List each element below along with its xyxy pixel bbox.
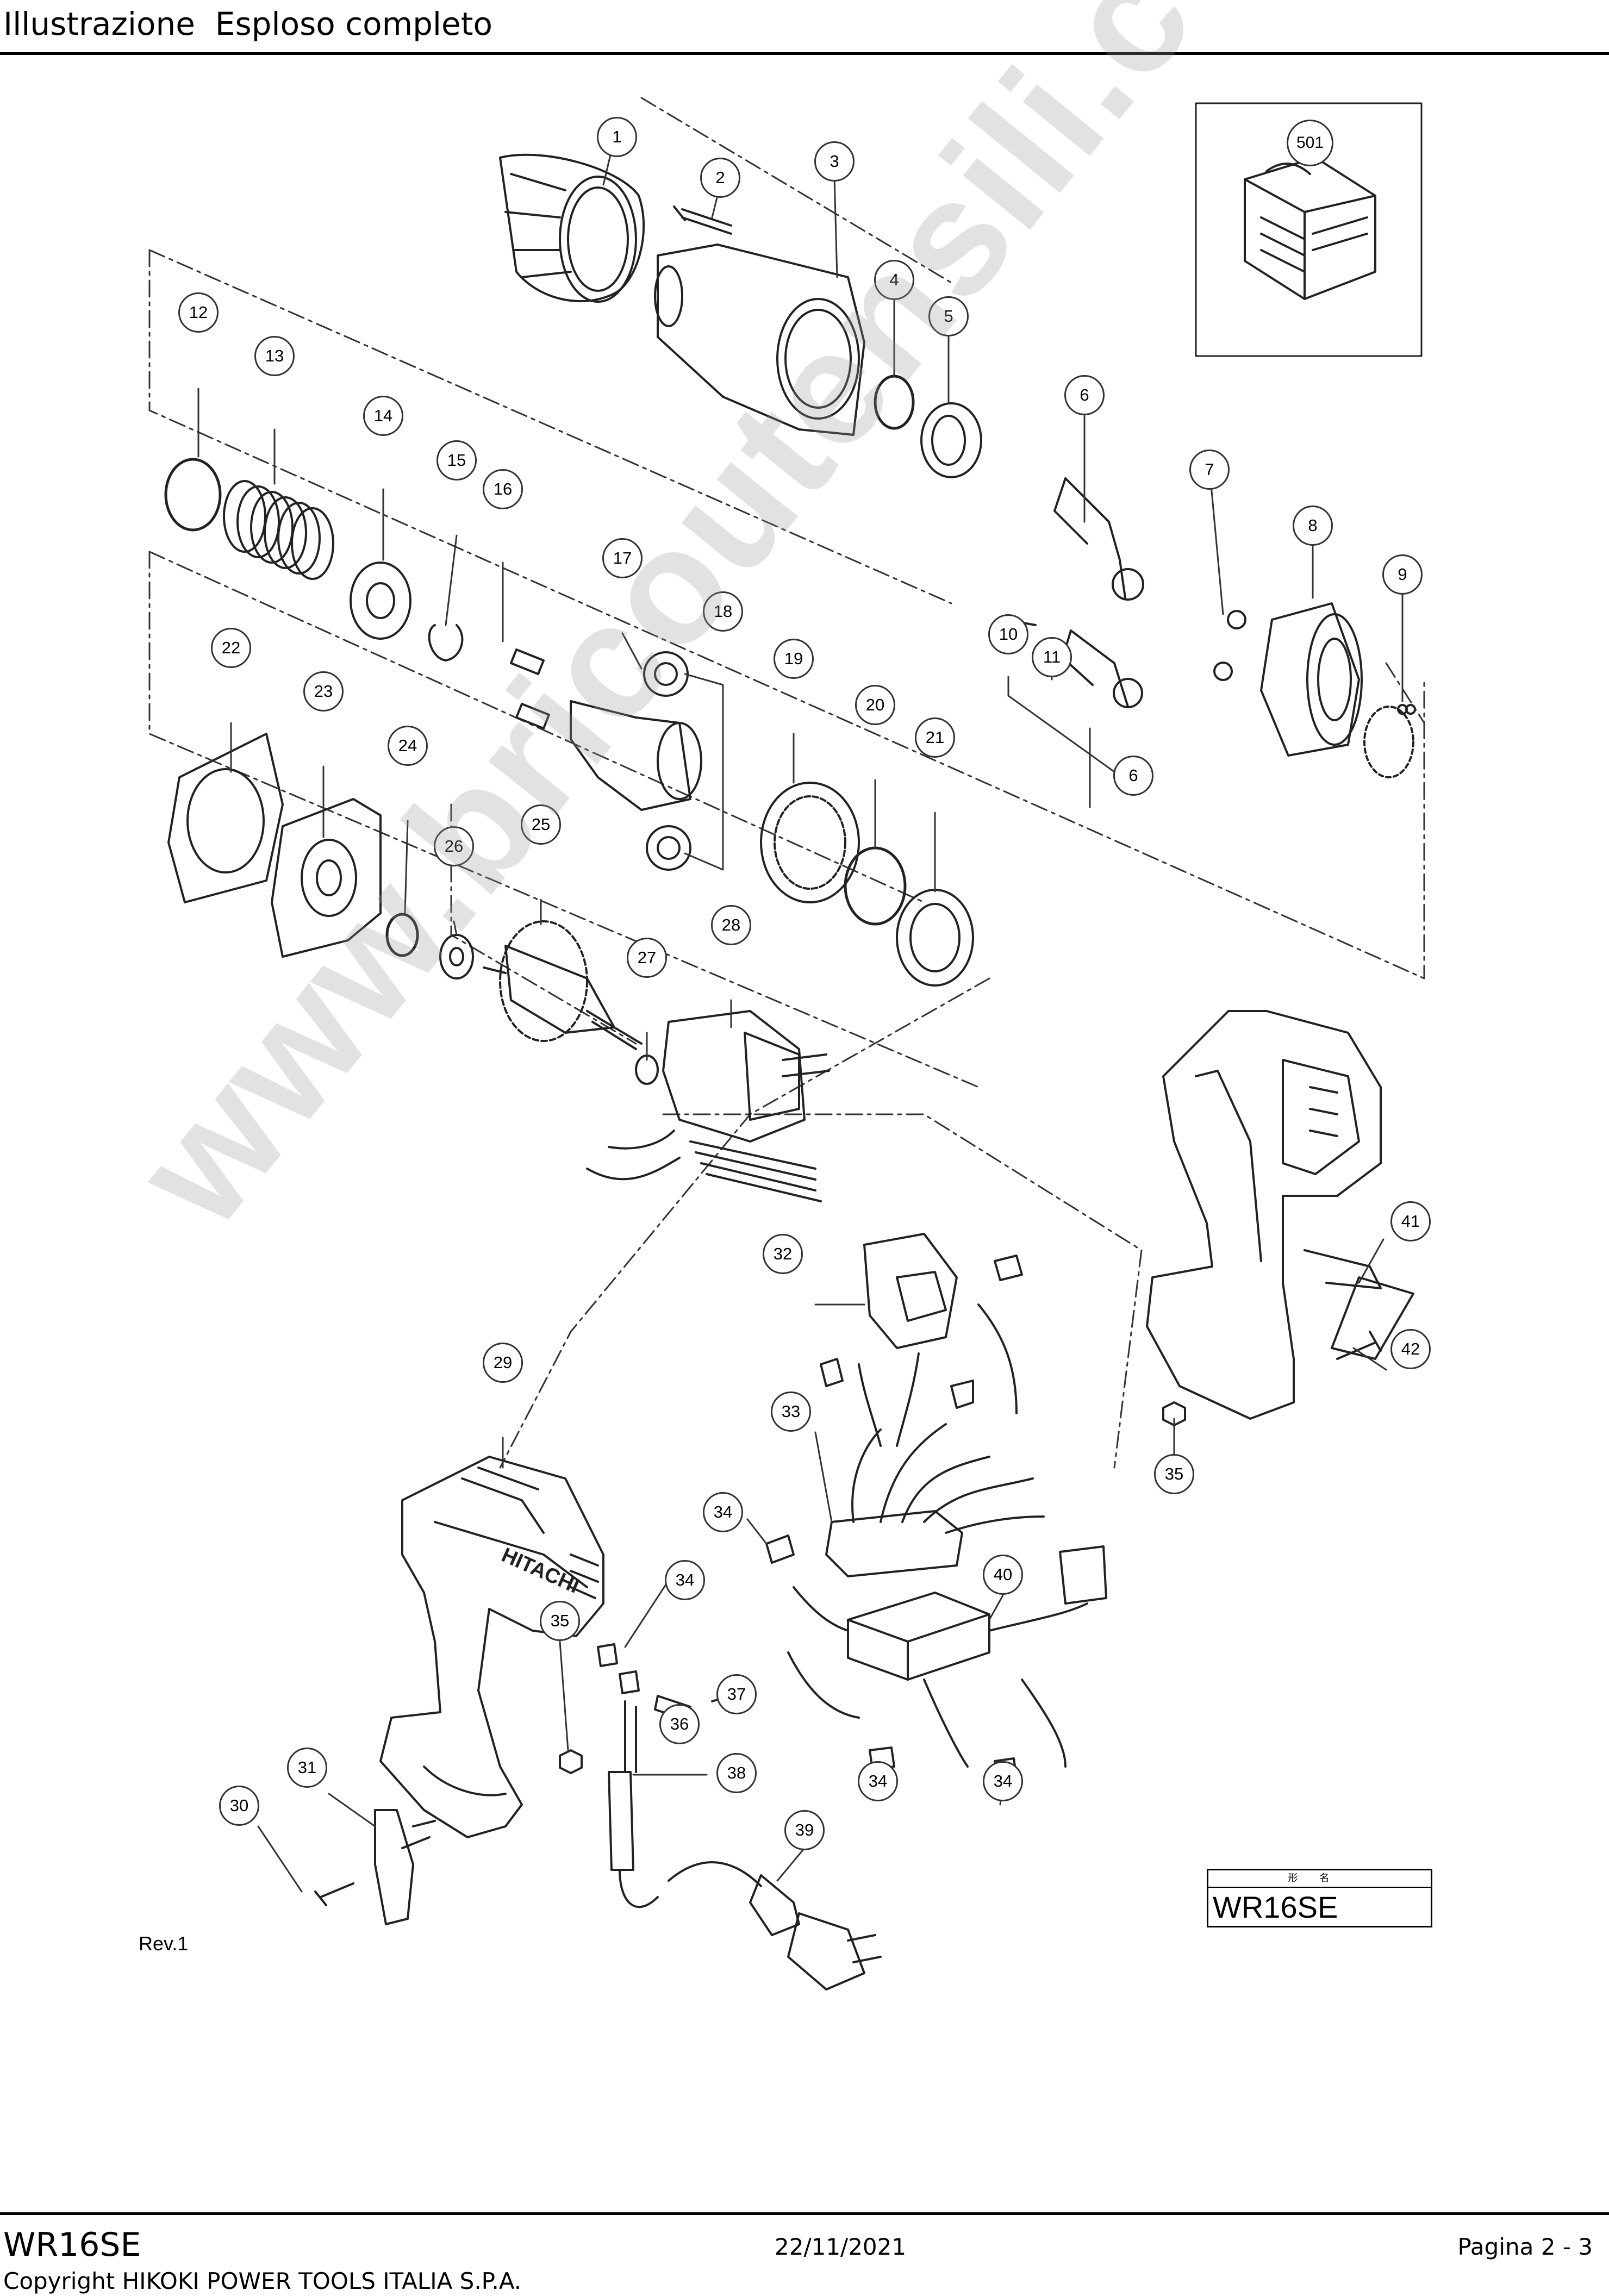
callout-part-12: 12 [178, 292, 219, 333]
callout-part-22: 22 [211, 628, 251, 668]
exploded-view-diagram: HITACHI [0, 0, 1609, 2174]
callout-part-11: 11 [1032, 637, 1072, 677]
callout-part-40: 40 [983, 1555, 1023, 1595]
footer-copyright: Copyright HIKOKI POWER TOOLS ITALIA S.P.… [3, 2268, 522, 2294]
footer-model: WR16SE [3, 2226, 141, 2264]
footer-date: 22/11/2021 [775, 2233, 907, 2260]
callout-part-27: 27 [627, 938, 667, 978]
page-title: Illustrazione Esploso completo [3, 5, 492, 42]
callout-part-13: 13 [254, 336, 295, 376]
footer-page-number: Pagina 2 - 3 [1457, 2233, 1593, 2260]
callout-part-10: 10 [988, 614, 1028, 654]
header-divider [0, 52, 1609, 55]
callout-part-3: 3 [814, 141, 855, 182]
callout-part-6-upper: 6 [1064, 375, 1105, 415]
callout-part-32: 32 [763, 1234, 803, 1274]
callout-part-34-d: 34 [983, 1761, 1023, 1801]
callout-part-29: 29 [483, 1343, 523, 1383]
callout-part-20: 20 [855, 685, 895, 725]
callout-part-34-c: 34 [858, 1761, 898, 1801]
revision-label: Rev.1 [139, 1932, 189, 1955]
callout-part-7: 7 [1189, 450, 1230, 490]
callout-part-34-b: 34 [665, 1560, 705, 1600]
callout-part-15: 15 [436, 440, 477, 481]
callout-part-25: 25 [521, 804, 561, 845]
callout-part-8: 8 [1293, 506, 1333, 546]
callout-part-37: 37 [716, 1674, 757, 1714]
callout-part-2: 2 [700, 158, 740, 198]
callout-part-4: 4 [874, 260, 914, 300]
callout-part-42: 42 [1390, 1329, 1431, 1369]
callout-part-24: 24 [388, 726, 428, 766]
callout-part-1: 1 [597, 117, 637, 157]
callout-part-36: 36 [659, 1704, 700, 1744]
callout-part-21: 21 [915, 718, 955, 758]
callout-part-39: 39 [784, 1810, 825, 1850]
callout-part-501: 501 [1287, 120, 1333, 166]
footer-divider [0, 2212, 1609, 2215]
callout-part-31: 31 [287, 1748, 327, 1788]
callout-part-19: 19 [774, 639, 814, 679]
callout-part-18: 18 [703, 591, 743, 632]
callout-part-23: 23 [303, 671, 344, 712]
diagram-drawing: HITACHI [148, 97, 1425, 1991]
callout-part-28: 28 [711, 905, 751, 945]
callout-part-26: 26 [434, 826, 474, 866]
model-box-caption: 形名 [1208, 1870, 1431, 1888]
callout-part-5: 5 [928, 296, 969, 336]
callout-part-34-a: 34 [703, 1492, 743, 1532]
callout-part-35-a: 35 [1154, 1454, 1194, 1494]
callout-part-41: 41 [1390, 1201, 1431, 1241]
callout-part-6-lower: 6 [1113, 756, 1153, 796]
callout-part-33: 33 [771, 1392, 811, 1432]
callout-part-16: 16 [483, 469, 523, 509]
model-name-box: 形名 WR16SE [1207, 1869, 1432, 1927]
callout-part-38: 38 [716, 1753, 757, 1793]
callout-part-9: 9 [1382, 554, 1423, 595]
callout-part-30: 30 [219, 1786, 259, 1826]
callout-part-17: 17 [602, 538, 643, 578]
callout-part-35-b: 35 [540, 1601, 580, 1641]
callout-part-14: 14 [363, 396, 403, 436]
model-box-model: WR16SE [1213, 1890, 1338, 1924]
